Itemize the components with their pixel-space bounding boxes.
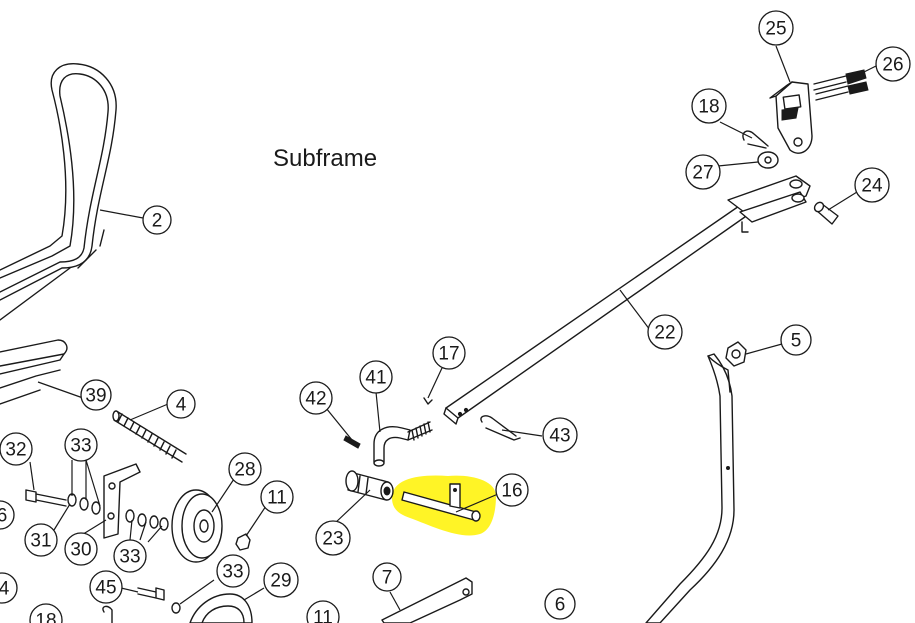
callout-label: 17 — [438, 344, 459, 365]
callout-6-left: 6 — [0, 500, 15, 530]
callout-26: 26 — [875, 46, 911, 82]
diagram-title: Subframe — [273, 145, 377, 172]
callout-22: 22 — [647, 314, 683, 350]
clip-part-18-top — [742, 130, 769, 149]
bolts-part-26 — [813, 69, 869, 101]
pin-part-42 — [343, 435, 361, 449]
bushing-part-23 — [345, 470, 394, 501]
bar-part-7 — [381, 577, 473, 623]
callout-label: 29 — [270, 571, 291, 592]
clevis-part-25 — [769, 81, 813, 154]
pulley-part-28 — [171, 489, 223, 563]
callout-4-left: 4 — [0, 572, 18, 604]
callout-label: 22 — [654, 323, 675, 344]
callout-label: 24 — [861, 176, 883, 197]
callout-label: 6 — [555, 595, 566, 616]
callout-17: 17 — [432, 336, 466, 370]
callout-27: 27 — [685, 154, 721, 190]
callout-28: 28 — [228, 452, 262, 486]
spring-part-4 — [112, 410, 187, 463]
bolt-part-32 — [25, 489, 67, 507]
callout-label: 16 — [501, 481, 522, 502]
washer-part-27 — [757, 151, 779, 169]
callout-11-a: 11 — [260, 480, 294, 514]
callout-label: 26 — [882, 55, 903, 76]
callout-18-top: 18 — [691, 88, 727, 124]
hook-part-41 — [373, 421, 433, 467]
callout-5: 5 — [780, 324, 812, 356]
callout-label: 39 — [85, 386, 106, 407]
callout-42: 42 — [299, 381, 333, 415]
callout-43: 43 — [542, 417, 578, 453]
nut-part-5 — [725, 341, 747, 367]
callout-label: 27 — [692, 163, 713, 184]
callout-label: 5 — [791, 331, 802, 352]
callout-label: 6 — [0, 506, 7, 527]
callout-label: 41 — [365, 368, 386, 389]
callout-label: 28 — [234, 460, 255, 481]
callout-label: 18 — [35, 611, 56, 623]
callout-41: 41 — [359, 360, 393, 394]
clip-part-18-bottom — [102, 605, 113, 623]
callout-33-c: 33 — [216, 554, 250, 588]
callout-label: 11 — [267, 488, 287, 509]
bracket-part-39 — [0, 339, 68, 405]
callout-label: 4 — [176, 395, 187, 416]
frame-part-6 — [645, 353, 735, 623]
callout-label: 42 — [305, 389, 326, 410]
pin-part-24 — [813, 201, 839, 225]
callout-label: 33 — [70, 436, 91, 457]
pin-part-17 — [423, 397, 433, 405]
arm-part-22 — [443, 175, 811, 425]
callout-16: 16 — [495, 473, 529, 507]
callout-11-b: 11 — [306, 600, 340, 623]
bolt-part-45 — [137, 587, 165, 601]
plate-part-30 — [103, 463, 141, 539]
callout-4-mid: 4 — [166, 389, 196, 419]
callout-33-b: 33 — [113, 539, 147, 573]
shaft-part-16 — [392, 475, 496, 536]
callout-label: 25 — [765, 19, 786, 40]
callout-39: 39 — [80, 379, 112, 411]
callout-7: 7 — [372, 562, 402, 592]
callout-6-bottom: 6 — [544, 588, 576, 620]
callout-label: 30 — [70, 540, 91, 561]
callout-label: 43 — [549, 426, 570, 447]
callout-23: 23 — [315, 520, 351, 556]
leader-lines — [29, 45, 877, 611]
belt-part-2 — [0, 63, 117, 321]
callout-label: 2 — [152, 211, 163, 232]
callout-33-a: 33 — [64, 428, 98, 462]
nut-part-11 — [235, 533, 251, 551]
callout-29: 29 — [263, 562, 299, 598]
callout-18-bottom: 18 — [29, 603, 63, 623]
callout-30: 30 — [64, 532, 98, 566]
callout-24: 24 — [854, 167, 890, 203]
callout-label: 45 — [95, 578, 116, 599]
callout-label: 32 — [5, 440, 26, 461]
callout-45: 45 — [89, 570, 123, 604]
callout-label: 11 — [313, 608, 333, 623]
callout-32: 32 — [0, 432, 33, 466]
callout-label: 31 — [30, 531, 51, 552]
callout-label: 18 — [698, 97, 719, 118]
callout-label: 33 — [222, 562, 243, 583]
callout-label: 7 — [382, 568, 393, 589]
pulley-part-29 — [171, 593, 253, 623]
callout-31: 31 — [24, 523, 58, 557]
callout-label: 4 — [0, 579, 10, 600]
callout-label: 33 — [119, 547, 140, 568]
callout-2: 2 — [142, 205, 172, 235]
clip-part-43 — [480, 415, 521, 441]
washers-part-33 — [67, 493, 169, 531]
callout-25: 25 — [758, 10, 794, 46]
callout-label: 23 — [322, 529, 343, 550]
